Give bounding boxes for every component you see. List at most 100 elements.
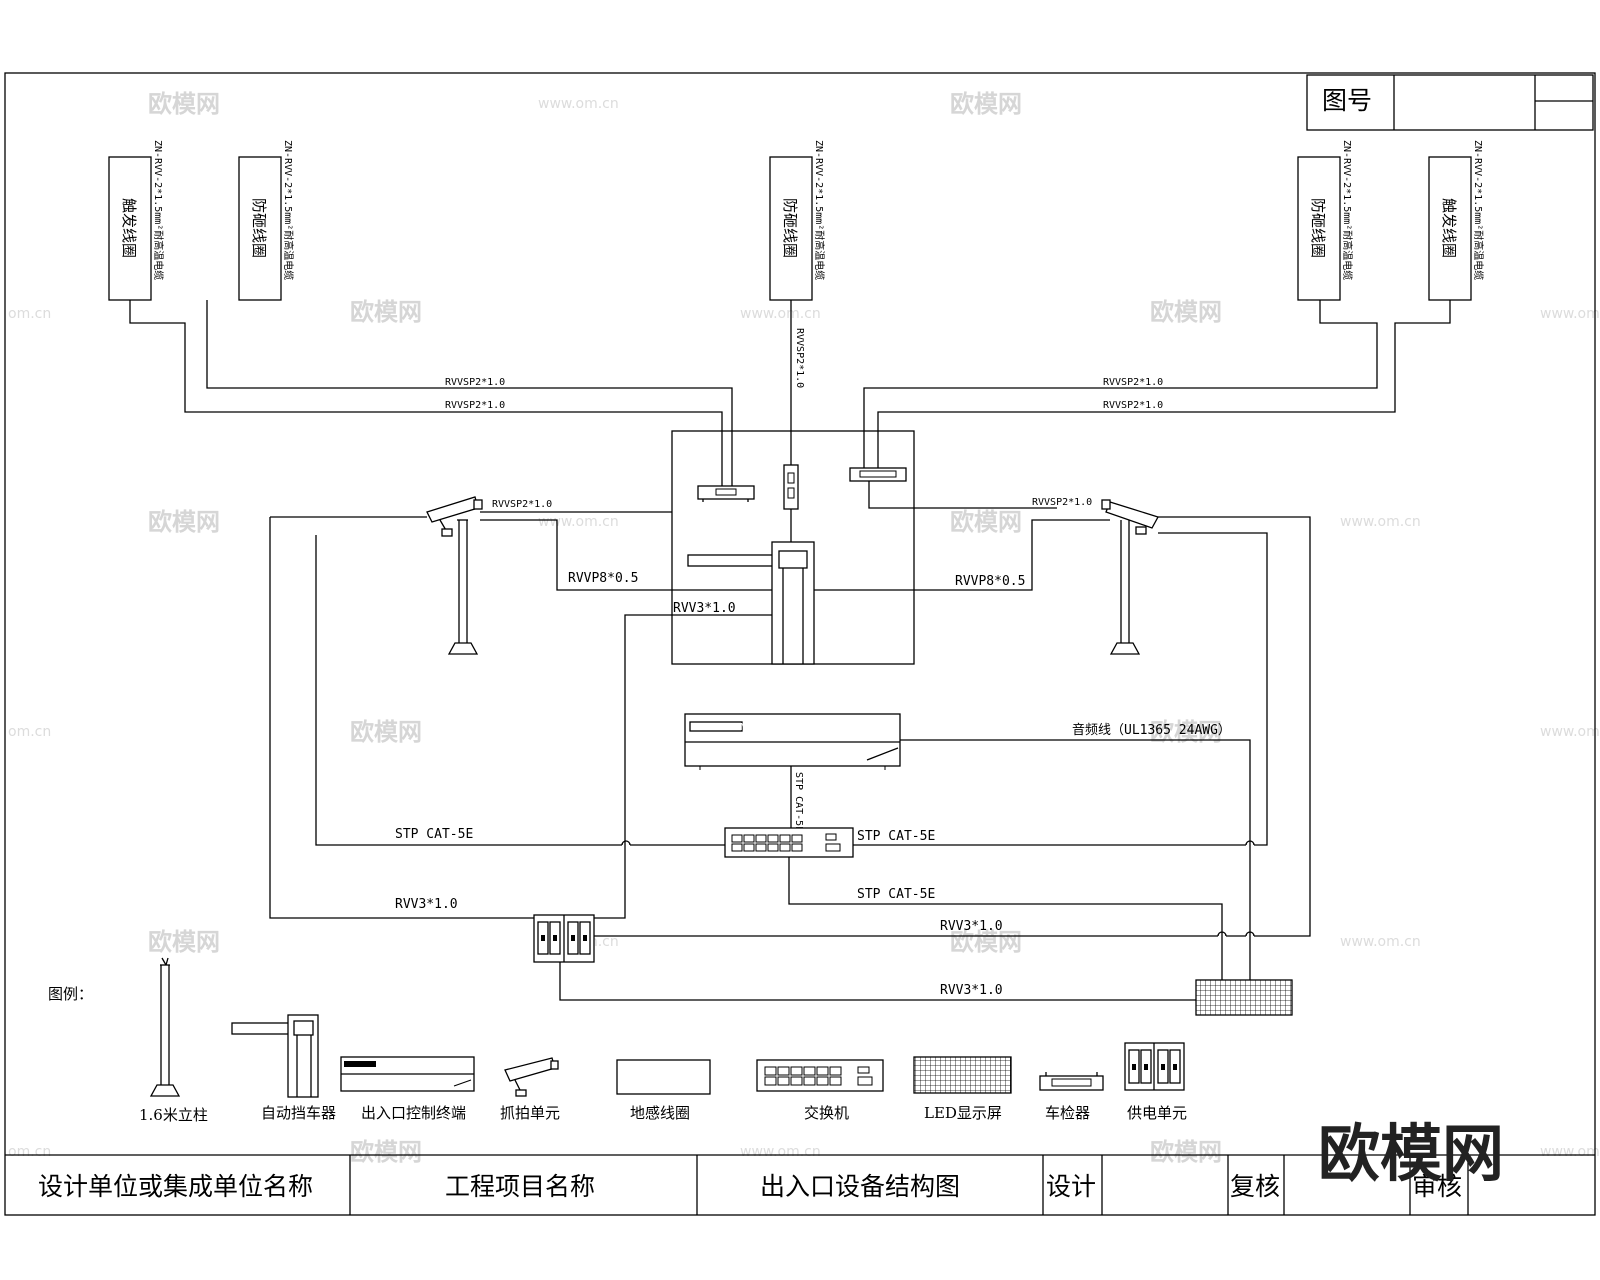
watermark-url: www.om.cn <box>1340 934 1421 950</box>
design-unit-name: 设计单位或集成单位名称 <box>38 1172 313 1201</box>
cable-label-rvvsp: RVVSP2*1.0 <box>1103 400 1163 411</box>
cable-label-rvvsp: RVVSP2*1.0 <box>1032 497 1092 508</box>
loop-box <box>108 156 152 301</box>
watermark-brand: 欧模网 <box>148 90 220 118</box>
cable-label-rvvsp: RVVSP2*1.0 <box>1103 377 1163 388</box>
legend-label-power-unit: 供电单元 <box>1127 1104 1187 1122</box>
loop-label: 触发线圈 <box>120 198 138 258</box>
loop-spec: ZN-RVV-2*1.5mm²耐高温电缆 <box>152 140 165 280</box>
rvvp8-cable-right <box>814 519 1110 591</box>
legend-label-terminal: 出入口控制终端 <box>361 1104 466 1122</box>
cable-label-rvvp8: RVVP8*0.5 <box>955 574 1025 589</box>
cable-label-audio: 音频线（UL1365 24AWG） <box>1072 722 1231 738</box>
legend-camera <box>504 1057 559 1097</box>
legend-pole <box>149 957 181 1097</box>
watermark-brand: 欧模网 <box>1150 1138 1222 1166</box>
rvv3-cable-barrier <box>594 614 772 919</box>
watermark-brand: 欧模网 <box>950 508 1022 536</box>
drawing-title: 出入口设备结构图 <box>760 1172 960 1201</box>
cable-label-rvvp8: RVVP8*0.5 <box>568 571 638 586</box>
watermark-brand: 欧模网 <box>950 90 1022 118</box>
review-label: 复核 <box>1230 1172 1280 1201</box>
cable-label-rvv3: RVV3*1.0 <box>940 983 1003 998</box>
cable-crossing <box>1217 931 1227 937</box>
cable-label-stp: STP CAT-5E <box>395 827 473 842</box>
capture-camera-right <box>1101 499 1159 655</box>
title-block: 设计单位或集成单位名称 工程项目名称 出入口设备结构图 设计 复核 审核 <box>5 1154 1595 1215</box>
legend-led <box>913 1056 1012 1094</box>
loop-spec: ZN-RVV-2*1.5mm²耐高温电缆 <box>1341 140 1354 280</box>
cable-label-rvvsp: RVVSP2*1.0 <box>492 499 552 510</box>
legend-label-camera: 抓拍单元 <box>500 1104 560 1122</box>
watermark-logo: 欧模网 <box>1318 1117 1504 1190</box>
audio-cable <box>900 739 1251 987</box>
legend-label-barrier: 自动挡车器 <box>261 1104 336 1122</box>
legend-power-unit <box>1124 1042 1185 1091</box>
loop-label: 防砸线圈 <box>1309 198 1327 258</box>
loop-box <box>1428 156 1472 301</box>
audit-label: 审核 <box>1412 1172 1462 1201</box>
watermark-brand: 欧模网 <box>148 928 220 956</box>
terminal-brand: HIKVISION <box>692 722 746 733</box>
watermark-brand: 欧模网 <box>350 718 422 746</box>
cable-label-rvv3: RVV3*1.0 <box>940 919 1003 934</box>
legend-label-detector: 车检器 <box>1045 1104 1090 1122</box>
loop-cables: RVVSP2*1.0 RVVSP2*1.0 RVVSP2*1.0 RVVSP2*… <box>129 300 1451 542</box>
detector-to-camera-cable <box>868 481 1057 509</box>
legend-barrier <box>231 1014 319 1098</box>
watermark-url: om.cn <box>8 724 51 740</box>
watermark-brand: 欧模网 <box>950 928 1022 956</box>
power-supply-unit <box>533 914 595 963</box>
drawing-number-label: 图号 <box>1322 86 1372 115</box>
project-name: 工程项目名称 <box>445 1172 595 1201</box>
legend-title: 图例： <box>48 985 93 1003</box>
stp-cable-left <box>315 535 622 846</box>
cable-label-rvvsp-vertical: RVVSP2*1.0 <box>794 328 805 388</box>
watermark-url: www.om.cn <box>740 1144 821 1160</box>
watermark-url: om.cn <box>8 306 51 322</box>
watermark-brand: 欧模网 <box>350 298 422 326</box>
barrier-gate <box>687 541 815 665</box>
cable-label-stp-vertical: STP CAT-5E <box>793 772 804 832</box>
cable-crossing <box>621 840 631 846</box>
rvv3-cable-led <box>559 962 1196 1001</box>
stp-cable-right <box>1158 532 1268 846</box>
rvv3-cable-left-camera <box>269 517 537 919</box>
loop-spec: ZN-RVV-2*1.5mm²耐高温电缆 <box>282 140 295 280</box>
cable-crossing <box>1245 840 1255 846</box>
watermark-url: www.om.cn <box>1540 1144 1600 1160</box>
cable-label-rvv3: RVV3*1.0 <box>673 601 736 616</box>
cable-label-rvv3: RVV3*1.0 <box>395 897 458 912</box>
drawing-frame <box>4 72 1596 1216</box>
loop-label: 触发线圈 <box>1440 198 1458 258</box>
design-label: 设计 <box>1046 1172 1096 1201</box>
watermark-url: www.om.cn <box>538 96 619 112</box>
loop-box <box>769 156 813 301</box>
watermark-url: www.om.cn <box>538 514 619 530</box>
legend-detector <box>1039 1072 1104 1091</box>
cable-label-rvvsp: RVVSP2*1.0 <box>445 400 505 411</box>
cable-label-stp: STP CAT-5E <box>857 887 935 902</box>
led-display <box>1195 979 1293 1016</box>
loop-spec: ZN-RVV-2*1.5mm²耐高温电缆 <box>813 140 826 280</box>
network-switch <box>724 827 854 858</box>
vehicle-detector <box>783 464 799 510</box>
legend-switch <box>756 1059 884 1092</box>
vehicle-detector <box>697 485 755 502</box>
loop-box <box>1297 156 1341 301</box>
legend-terminal <box>340 1056 475 1092</box>
capture-camera-left <box>426 496 483 655</box>
loop-boxes: 触发线圈 ZN-RVV-2*1.5mm²耐高温电缆 防砸线圈 ZN-RVV-2*… <box>108 140 1485 301</box>
watermark-url: www.om.cn <box>1340 514 1421 530</box>
legend-loop <box>616 1059 711 1095</box>
cable-crossing <box>1245 931 1255 937</box>
legend-label-switch: 交换机 <box>804 1104 849 1122</box>
drawing-number-box: 图号 <box>1306 74 1594 131</box>
watermark-brand: 欧模网 <box>350 1138 422 1166</box>
cable-label-stp: STP CAT-5E <box>857 829 935 844</box>
stp-cable-led <box>788 857 1223 987</box>
legend-label-loop: 地感线圈 <box>630 1104 690 1122</box>
loop-label: 防砸线圈 <box>250 198 268 258</box>
loop-label: 防砸线圈 <box>781 198 799 258</box>
